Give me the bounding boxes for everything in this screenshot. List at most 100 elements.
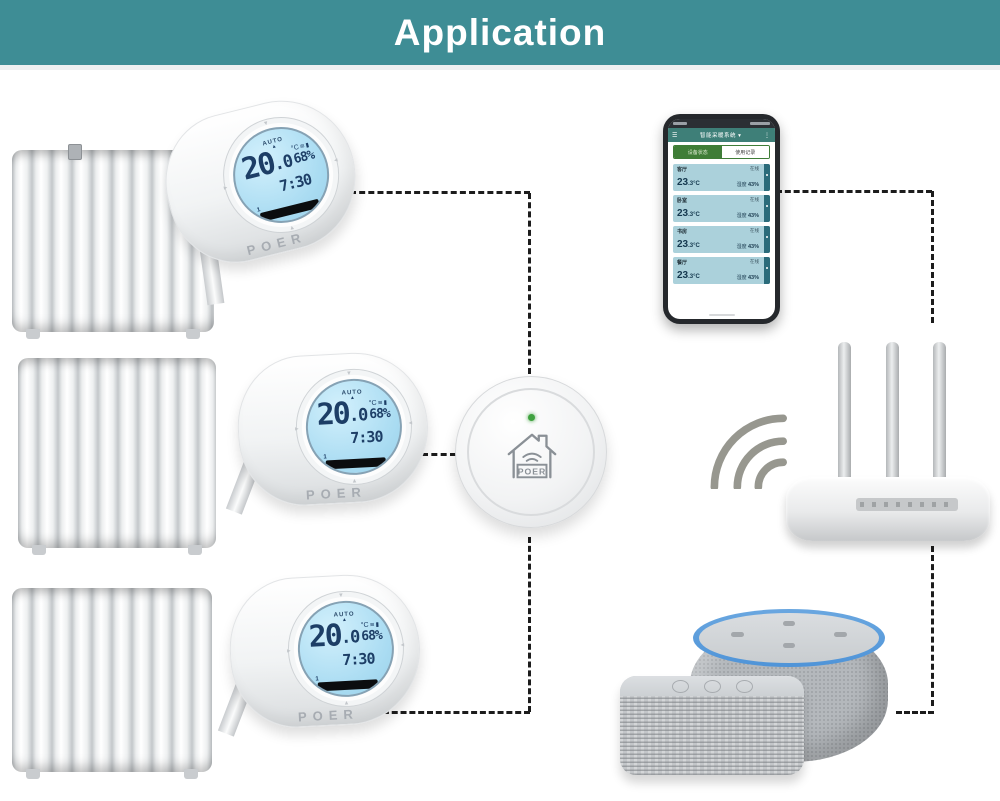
card-strip bbox=[764, 195, 770, 222]
wifi-signal-icon bbox=[710, 414, 787, 489]
lcd-bottom-bar bbox=[259, 198, 321, 223]
thermostat-valve: ▾ ▾ ▾ ▾ AUTO ▲ 20 .0 °C ≋ ▮ 68% bbox=[225, 349, 432, 515]
router-led-panel bbox=[856, 498, 958, 511]
card-strip bbox=[764, 257, 770, 284]
router-antenna bbox=[933, 342, 946, 484]
status-bar bbox=[668, 119, 775, 128]
gateway-hub: POER bbox=[455, 376, 607, 528]
lcd-display: AUTO ▲ 20 .0 °C ≋ ▮ 68% 7:30 1 bbox=[222, 116, 340, 234]
room-humidity: 43% bbox=[747, 182, 759, 188]
wifi-router bbox=[786, 477, 990, 541]
radiator-valve bbox=[68, 144, 82, 160]
humidity-label: 湿度 bbox=[736, 182, 747, 188]
banner-underline bbox=[0, 65, 1000, 70]
speaker-button bbox=[834, 632, 847, 637]
radiator bbox=[12, 588, 212, 779]
humidity-value: 68% bbox=[292, 147, 316, 168]
room-card: 餐厅 在线 23.3°C 湿度 43% bbox=[673, 257, 770, 284]
connection-line bbox=[350, 191, 530, 194]
radiator bbox=[18, 358, 216, 555]
gateway-poer-label: POER bbox=[518, 466, 546, 476]
house-wifi-icon: POER bbox=[507, 433, 557, 479]
humidity-label: 湿度 bbox=[736, 275, 747, 281]
room-humidity: 43% bbox=[747, 213, 759, 219]
smartphone: ☰ 智能采暖系统 ▾ ⋮ 设备状态 使用记录 客厅 在线 23.3°C 湿度 4… bbox=[663, 114, 780, 324]
connection-line bbox=[776, 190, 932, 193]
speaker-top bbox=[699, 613, 879, 663]
room-card: 客厅 在线 23.3°C 湿度 43% bbox=[673, 164, 770, 191]
connection-line bbox=[931, 191, 934, 323]
bezel-mark-icon: ▾ bbox=[293, 426, 301, 431]
bezel-mark-icon: ▾ bbox=[222, 185, 230, 191]
router-antenna bbox=[838, 342, 851, 484]
temperature-value: 20 bbox=[315, 396, 350, 433]
radiator bbox=[12, 144, 214, 339]
connection-line bbox=[931, 546, 934, 706]
room-name: 书房 bbox=[677, 229, 688, 235]
connection-line bbox=[330, 711, 530, 714]
bezel-mark-icon: ▾ bbox=[285, 648, 293, 653]
app-title: 智能采暖系统 ▾ bbox=[700, 133, 742, 139]
connection-line bbox=[528, 193, 531, 374]
thermostat-valve: ▾ ▾ ▾ ▾ AUTO ▲ 20 .0 °C ≋ ▮ 68% bbox=[217, 571, 424, 737]
speaker-button bbox=[704, 680, 721, 693]
room-temp: 23 bbox=[677, 270, 689, 281]
speaker-button bbox=[736, 680, 753, 693]
header-banner: Application bbox=[0, 0, 1000, 65]
smart-speaker-box bbox=[620, 676, 804, 775]
bezel-mark-icon: ▾ bbox=[352, 476, 357, 485]
bezel-mark-icon: ▾ bbox=[338, 592, 343, 600]
room-card: 书房 在线 23.3°C 湿度 43% bbox=[673, 226, 770, 253]
temperature-value: 20 bbox=[307, 618, 342, 655]
bezel-mark-icon: ▾ bbox=[346, 370, 351, 378]
gateway-ring bbox=[467, 388, 595, 516]
router-antenna bbox=[886, 342, 899, 484]
lcd-bottom-bar bbox=[325, 457, 387, 470]
app-header: ☰ 智能采暖系统 ▾ ⋮ bbox=[668, 128, 775, 142]
room-name: 卧室 bbox=[677, 198, 688, 204]
room-name: 客厅 bbox=[677, 167, 688, 173]
room-humidity: 43% bbox=[747, 244, 759, 250]
room-name: 餐厅 bbox=[677, 260, 688, 266]
connection-line bbox=[896, 711, 934, 714]
thermostat-valve: ▾ ▾ ▾ ▾ AUTO ▲ 20 .0 °C ≋ ▮ 68% bbox=[150, 85, 372, 306]
speaker-grill bbox=[620, 696, 804, 775]
room-status: 在线 bbox=[750, 228, 759, 233]
tab-bar: 设备状态 使用记录 bbox=[673, 145, 770, 159]
tab-history: 使用记录 bbox=[721, 146, 769, 158]
bezel-mark-icon: ▾ bbox=[344, 698, 349, 707]
room-temp: 23 bbox=[677, 177, 689, 188]
speaker-button bbox=[731, 632, 744, 637]
page-title: Application bbox=[393, 11, 607, 53]
speaker-button bbox=[783, 643, 795, 648]
tab-device-status: 设备状态 bbox=[674, 146, 722, 158]
connection-line bbox=[528, 537, 531, 712]
humidity-label: 湿度 bbox=[736, 213, 747, 219]
bezel-mark-icon: ▾ bbox=[398, 642, 407, 647]
temperature-decimal: .0 bbox=[340, 627, 360, 649]
box-speaker-top bbox=[620, 676, 804, 696]
room-status: 在线 bbox=[750, 166, 759, 171]
lcd-display: AUTO ▲ 20 .0 °C ≋ ▮ 68% 7:30 1 bbox=[295, 598, 397, 700]
humidity-value: 68% bbox=[368, 406, 391, 423]
card-strip bbox=[764, 164, 770, 191]
menu-icon: ☰ bbox=[672, 132, 678, 139]
room-temp: 23 bbox=[677, 208, 689, 219]
room-temp: 23 bbox=[677, 239, 689, 250]
humidity-label: 湿度 bbox=[736, 244, 747, 250]
speaker-button bbox=[783, 621, 795, 626]
room-status: 在线 bbox=[750, 259, 759, 264]
temperature-decimal: .0 bbox=[348, 405, 368, 427]
bezel-mark-icon: ▾ bbox=[406, 420, 415, 425]
home-indicator bbox=[708, 314, 735, 316]
status-led bbox=[528, 414, 535, 421]
lcd-display: AUTO ▲ 20 .0 °C ≋ ▮ 68% 7:30 1 bbox=[303, 376, 405, 478]
room-card: 卧室 在线 23.3°C 湿度 43% bbox=[673, 195, 770, 222]
speaker-button bbox=[672, 680, 689, 693]
room-status: 在线 bbox=[750, 197, 759, 202]
card-strip bbox=[764, 226, 770, 253]
more-icon: ⋮ bbox=[764, 132, 771, 139]
humidity-value: 68% bbox=[360, 628, 383, 645]
bezel-mark-icon: ▾ bbox=[263, 119, 269, 128]
